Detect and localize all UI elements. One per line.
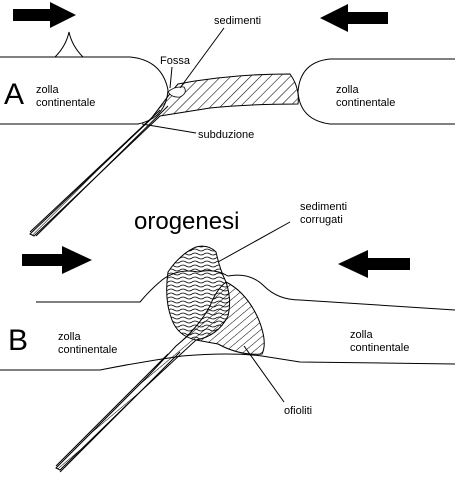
folded-sediments-label-line2: corrugati [300, 214, 343, 226]
small-mountain [54, 31, 84, 58]
sediments-blob-a [167, 86, 186, 98]
ophiolite-slab-b [55, 281, 265, 471]
left-plate-label-a-line1: zolla [36, 84, 60, 96]
orogeny-title: orogenesi [134, 208, 239, 235]
panel-a-letter: A [4, 78, 24, 111]
left-plate-label-a-line2: continentale [36, 97, 95, 109]
left-plate-label-b-line2: continentale [58, 344, 117, 356]
right-plate-label-b-line2: continentale [350, 342, 409, 354]
left-plate-label-b-line1: zolla [58, 331, 82, 343]
pointer-corrugated [217, 221, 291, 263]
slab-tail-a [29, 105, 169, 237]
right-continental-plate [297, 58, 455, 125]
sediments-label: sedimenti [214, 15, 261, 27]
right-plate-label-a-line2: continentale [336, 97, 395, 109]
arrow-right-b [22, 246, 92, 274]
panel-a: A zolla continentale zolla continentale … [0, 2, 455, 237]
subducting-slab-a [29, 73, 299, 237]
left-continental-plate [0, 56, 169, 125]
arrow-right-a [13, 2, 76, 28]
arrow-left-a [320, 4, 388, 32]
pointer-subduzione [141, 123, 197, 134]
ophiolites-label: ofioliti [284, 405, 312, 417]
panel-b-letter: B [8, 324, 28, 357]
pointer-fossa [169, 66, 173, 89]
pointer-ophiolites [243, 345, 285, 403]
pointer-sediments [179, 27, 225, 89]
panel-b: orogenesi sedimenti corrugati B zolla co… [0, 201, 455, 473]
subduction-label: subduzione [198, 129, 254, 141]
lower-plate-line-b [0, 353, 455, 371]
folded-sediments-label-line1: sedimenti [300, 201, 347, 213]
trench-label: Fossa [160, 55, 191, 67]
right-plate-label-a-line1: zolla [336, 84, 360, 96]
arrow-left-b [338, 250, 410, 278]
slab-tail-b [55, 351, 181, 473]
right-plate-label-b-line1: zolla [350, 329, 374, 341]
